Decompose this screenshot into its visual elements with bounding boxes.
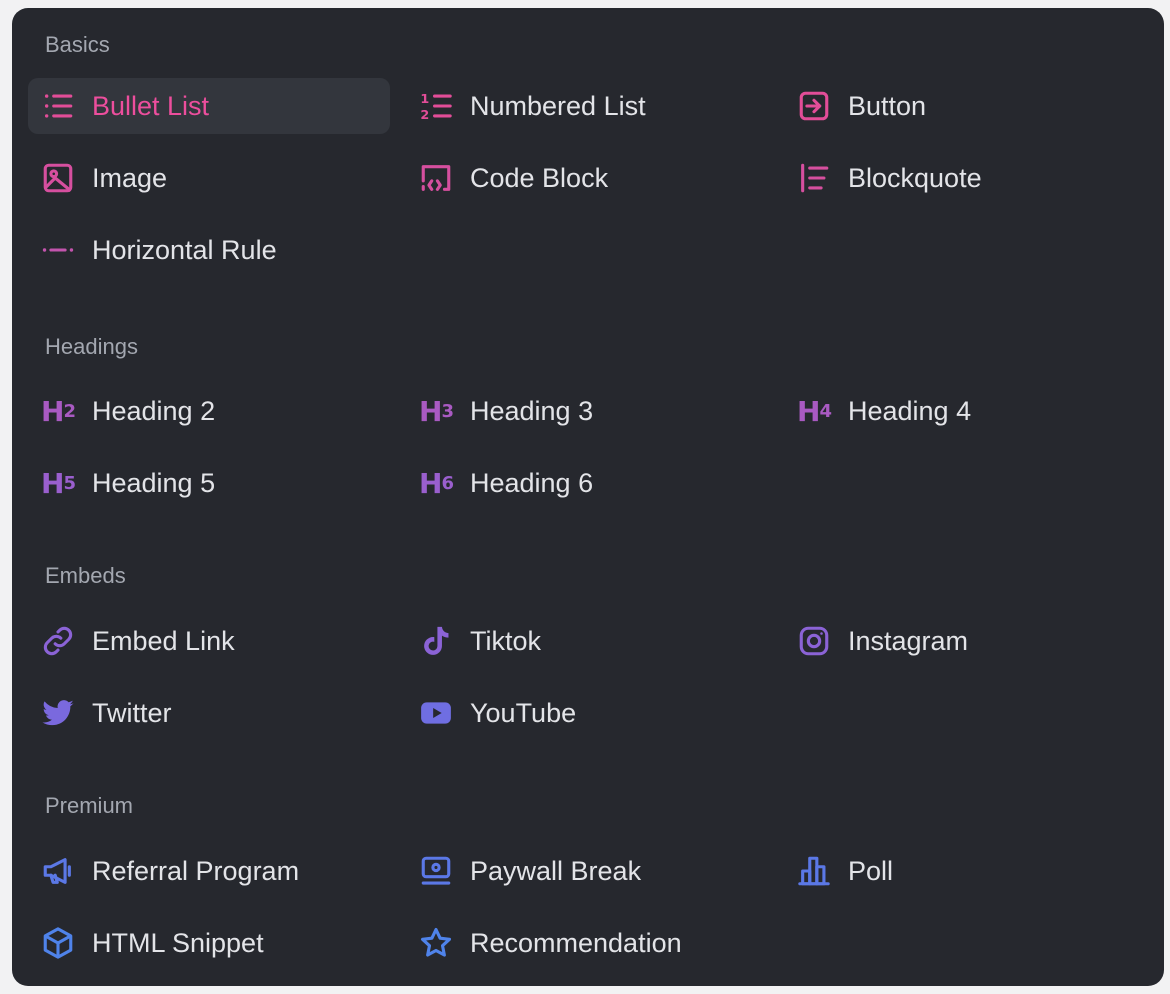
menu-item-referral-program[interactable]: Referral Program [28, 843, 390, 899]
twitter-icon [40, 695, 76, 731]
menu-item-label: Heading 4 [848, 396, 972, 426]
menu-item-label: YouTube [470, 698, 577, 728]
menu-item-label: Button [848, 91, 927, 121]
bullet-list-icon [40, 88, 76, 124]
code-block-icon [418, 160, 454, 196]
menu-item-label: Bullet List [92, 91, 210, 121]
menu-item-html-snippet[interactable]: HTML Snippet [28, 915, 390, 971]
menu-item-poll[interactable]: Poll [784, 843, 1146, 899]
youtube-icon [418, 695, 454, 731]
menu-item-label: Recommendation [470, 928, 682, 958]
section-title: Embeds [45, 563, 126, 588]
menu-item-label: Twitter [92, 698, 172, 728]
menu-item-label: Paywall Break [470, 856, 642, 886]
blockquote-icon [796, 160, 832, 196]
menu-item-youtube[interactable]: YouTube [406, 685, 768, 741]
menu-item-horizontal-rule[interactable]: Horizontal Rule [28, 222, 390, 278]
menu-item-label: Code Block [470, 163, 609, 193]
menu-item-label: Blockquote [848, 163, 982, 193]
menu-item-label: Heading 6 [470, 468, 594, 498]
menu-item-instagram[interactable]: Instagram [784, 613, 1146, 669]
menu-item-twitter[interactable]: Twitter [28, 685, 390, 741]
menu-item-code-block[interactable]: Code Block [406, 150, 768, 206]
star-icon [418, 925, 454, 961]
menu-item-bullet-list[interactable]: Bullet List [28, 78, 390, 134]
menu-item-label: Image [92, 163, 168, 193]
menu-item-label: Poll [848, 856, 894, 886]
cube-icon [40, 925, 76, 961]
menu-item-recommendation[interactable]: Recommendation [406, 915, 768, 971]
menu-item-label: Heading 3 [470, 396, 594, 426]
menu-item-image[interactable]: Image [28, 150, 390, 206]
megaphone-icon [40, 853, 76, 889]
image-icon [40, 160, 76, 196]
poll-icon [796, 853, 832, 889]
menu-item-label: Horizontal Rule [92, 235, 277, 265]
menu-item-label: Embed Link [92, 626, 235, 656]
section-title: Headings [45, 334, 138, 359]
menu-item-button[interactable]: Button [784, 78, 1146, 134]
menu-item-label: Heading 5 [92, 468, 216, 498]
button-icon [796, 88, 832, 124]
section-title: Basics [45, 32, 110, 57]
menu-item-label: Tiktok [470, 626, 542, 656]
section-title: Premium [45, 793, 134, 818]
link-icon [40, 623, 76, 659]
menu-item-blockquote[interactable]: Blockquote [784, 150, 1146, 206]
svg-text:2: 2 [420, 108, 429, 123]
menu-item-embed-link[interactable]: Embed Link [28, 613, 390, 669]
menu-item-label: Referral Program [92, 856, 300, 886]
menu-item-label: HTML Snippet [92, 928, 264, 958]
paywall-icon [418, 853, 454, 889]
menu-item-tiktok[interactable]: Tiktok [406, 613, 768, 669]
menu-item-label: Heading 2 [92, 396, 216, 426]
menu-item-label: Numbered List [470, 91, 646, 121]
instagram-icon [796, 623, 832, 659]
menu-item-paywall-break[interactable]: Paywall Break [406, 843, 768, 899]
horizontal-rule-icon [40, 232, 76, 268]
svg-text:1: 1 [420, 92, 429, 107]
menu-item-label: Instagram [848, 626, 969, 656]
tiktok-icon [418, 623, 454, 659]
